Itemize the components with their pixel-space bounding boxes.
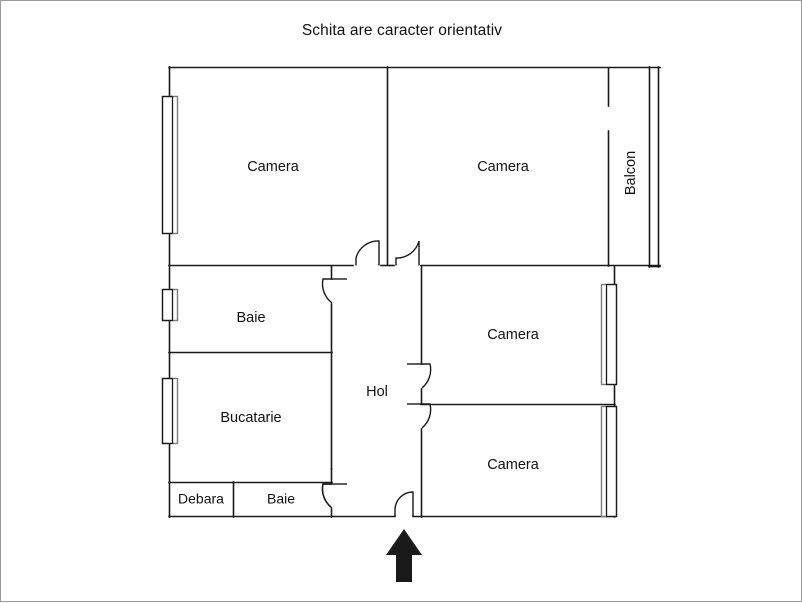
- room-label-baie-lower: Baie: [267, 491, 295, 507]
- door-hol-baie-lower: [321, 483, 347, 509]
- room-label-debara: Debara: [178, 491, 224, 507]
- room-label-hol: Hol: [366, 384, 388, 400]
- window-leaf-group: [161, 95, 618, 518]
- wall-group: [168, 66, 661, 518]
- door-hol-camera-topright: [395, 240, 420, 266]
- window-camera-bottom-right-icon: [600, 405, 618, 518]
- door-group: [321, 240, 432, 517]
- room-label-bucatarie: Bucatarie: [220, 410, 281, 426]
- door-hol-camera-mid: [407, 363, 432, 389]
- window-camera-mid-right-icon: [600, 283, 618, 386]
- room-label-camera-top-right: Camera: [477, 159, 530, 175]
- page-title: Schita are caracter orientativ: [301, 22, 503, 39]
- room-label-baie-upper: Baie: [236, 310, 265, 326]
- door-baie-lower: [321, 483, 332, 508]
- room-label-balcon: Balcon: [623, 151, 639, 195]
- window-group: [161, 95, 618, 518]
- window-camera-top-left-icon: [161, 95, 179, 235]
- room-label-camera-mid-right: Camera: [487, 327, 540, 343]
- door-hol-camera-topleft: [355, 240, 380, 266]
- entrance-arrow-icon: [386, 529, 422, 582]
- room-label-camera-bottom-right: Camera: [487, 457, 540, 473]
- room-label-camera-top-left: Camera: [247, 159, 300, 175]
- door-entrance-arc: [394, 491, 414, 517]
- door-hol-camera-bottom: [407, 403, 432, 429]
- window-bucatarie-icon: [161, 377, 179, 445]
- window-baie-upper-icon: [161, 288, 179, 322]
- door-hol-baie-upper: [321, 278, 347, 304]
- room-label-group: Camera Camera Balcon Baie Bucatarie Deba…: [178, 151, 639, 507]
